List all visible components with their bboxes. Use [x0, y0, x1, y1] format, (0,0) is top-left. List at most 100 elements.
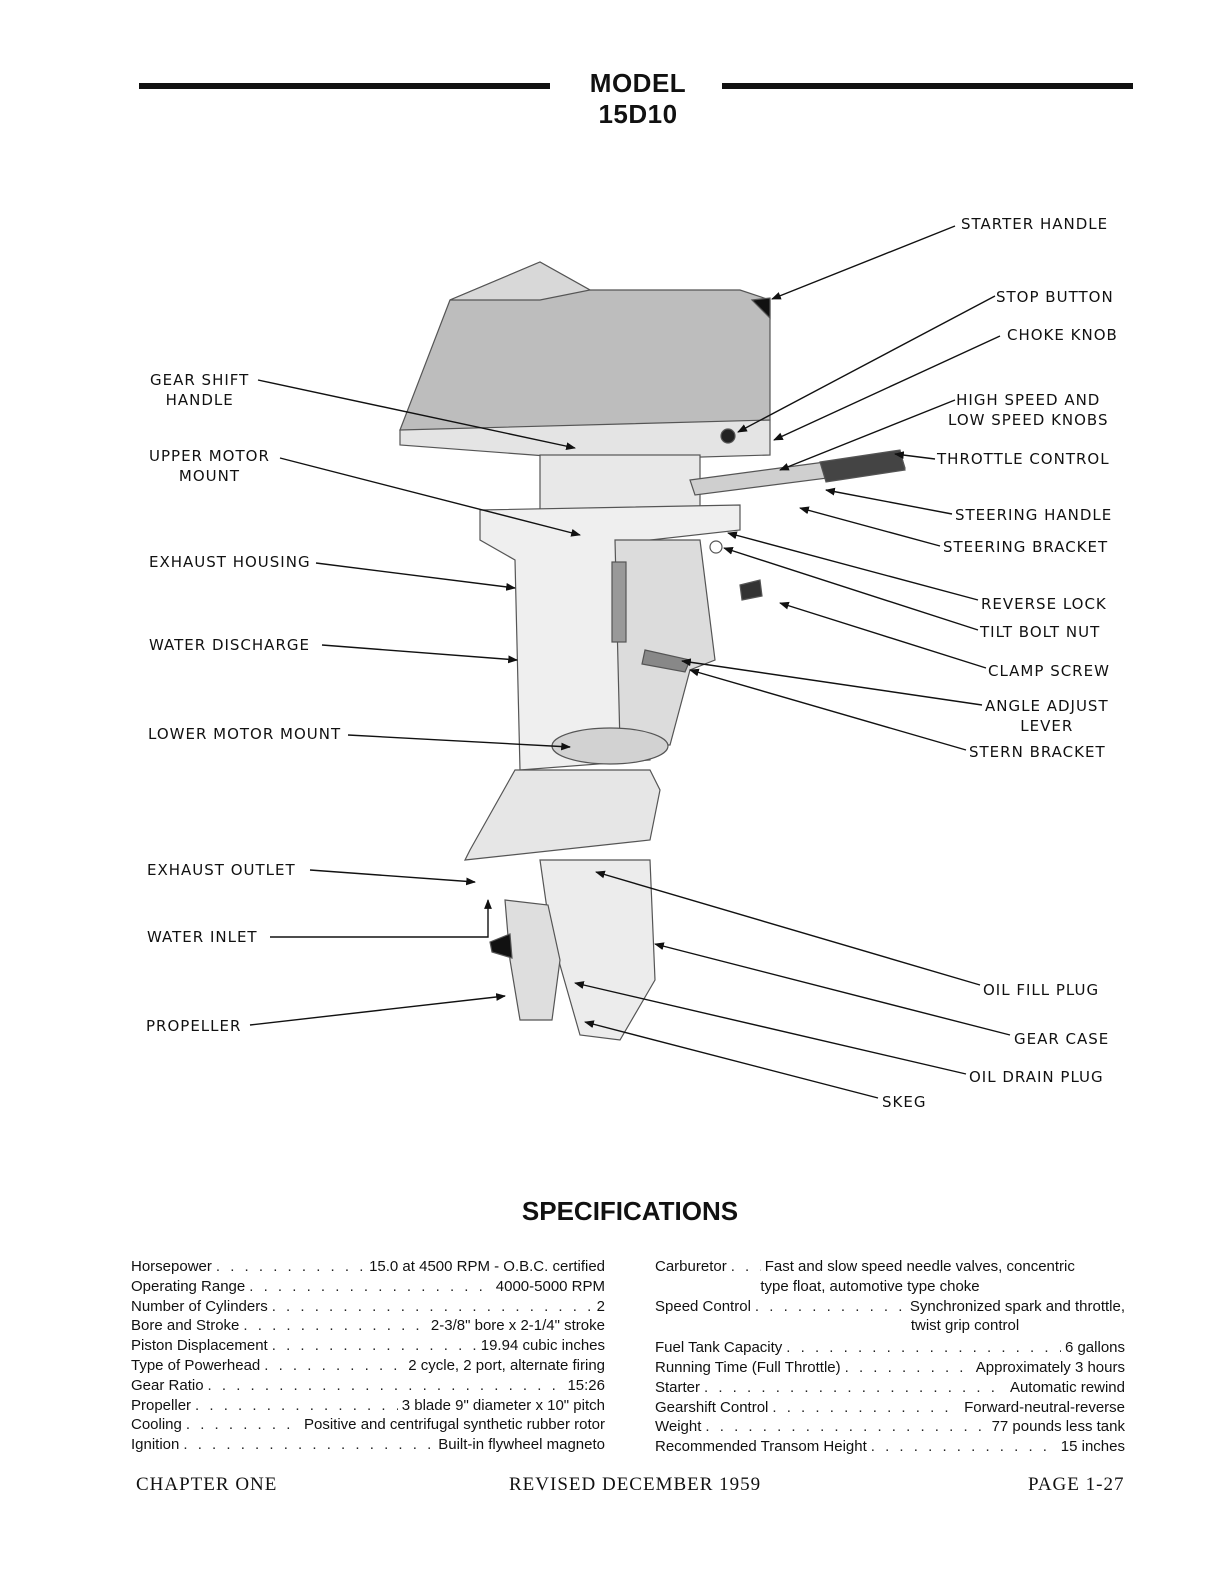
label-skeg: SKEG: [882, 1093, 927, 1111]
tilt-spring: [611, 561, 627, 643]
spec-value: Positive and centrifugal synthetic rubbe…: [304, 1416, 605, 1434]
spec-label: Weight: [655, 1418, 702, 1436]
leader-angle-adjust: [681, 658, 983, 706]
spec-row: Type of Powerhead 2 cycle, 2 port, altern…: [131, 1356, 605, 1376]
leader-lower-motor-mount: [347, 734, 571, 751]
spec-label: Bore and Stroke: [131, 1317, 240, 1335]
leader-stern-bracket: [689, 668, 967, 751]
leader-speed-knobs: [779, 399, 956, 471]
spec-value: 15.0 at 4500 RPM - O.B.C. certified: [369, 1258, 605, 1275]
spec-value: 3 blade 9" diameter x 10" pitch: [401, 1396, 605, 1414]
spec-value: Forward-neutral-reverse: [964, 1398, 1125, 1416]
label-tilt-bolt-nut: TILT BOLT NUT: [980, 623, 1101, 641]
leader-gear-shift: [257, 379, 576, 450]
spec-label: Recommended Transom Height: [655, 1438, 867, 1456]
leader-upper-mount: [279, 457, 581, 537]
spec-row: Gearshift Control Forward-neutral-reverse: [655, 1398, 1125, 1418]
leader-water-discharge: [321, 644, 518, 664]
label-steering-handle: STEERING HANDLE: [955, 506, 1113, 524]
spec-row: Piston Displacement 19.94 cubic inches: [131, 1336, 605, 1356]
leader-tilt-bolt-nut: [723, 546, 979, 631]
stern-bracket-shape: [614, 539, 716, 746]
spec-label: Ignition: [131, 1436, 180, 1454]
specifications-left-column: Horsepower 15.0 at 4500 RPM - O.B.C. cert…: [131, 1257, 605, 1455]
spec-label: Running Time (Full Throttle): [655, 1358, 841, 1376]
leader-exhaust-outlet: [309, 869, 476, 886]
hood-top: [449, 261, 592, 301]
spec-row-speed-control: Speed ControlSynchronized spark and thro…: [655, 1297, 1125, 1317]
exhaust-housing-shape: [479, 504, 741, 771]
leader-exhaust-housing: [315, 562, 516, 591]
label-choke-knob: CHOKE KNOB: [1007, 326, 1118, 344]
spec-row: StarterAutomatic rewind: [655, 1378, 1125, 1398]
footer-revised: REVISED DECEMBER 1959: [509, 1474, 762, 1495]
spec-row-carburetor: Carburetor Fast and slow speed needle val…: [655, 1257, 1125, 1277]
footer-chapter: CHAPTER ONE: [136, 1474, 278, 1495]
label-oil-drain-plug: OIL DRAIN PLUG: [969, 1068, 1104, 1086]
label-clamp-screw: CLAMP SCREW: [988, 662, 1110, 680]
spec-row: Weight77 pounds less tank: [655, 1417, 1125, 1437]
page-title: MODEL 15D10: [589, 68, 687, 129]
spec-row: Number of Cylinders 2: [131, 1297, 605, 1317]
propeller-shape: [504, 899, 561, 1021]
specifications-title: SPECIFICATIONS: [521, 1196, 739, 1226]
spec-value: 2-3/8" bore x 2-1/4" stroke: [430, 1317, 605, 1335]
spec-row: Horsepower 15.0 at 4500 RPM - O.B.C. cert…: [131, 1257, 605, 1277]
spec-row: Operating Range4000-5000 RPM: [131, 1277, 605, 1297]
spec-value: Synchronized spark and throttle,: [909, 1297, 1125, 1315]
starter-handle-shape: [750, 297, 771, 320]
footer-page-number: PAGE 1-27: [1028, 1474, 1125, 1495]
spec-value: Built-in flywheel magneto: [438, 1436, 605, 1454]
lower-unit-shape: [463, 769, 661, 861]
header-rule-right: [722, 83, 1133, 89]
spec-value: Automatic rewind: [1009, 1378, 1125, 1396]
angle-adjust-shape: [641, 649, 691, 673]
spec-value: 2: [596, 1297, 605, 1315]
spec-row: Fuel Tank Capacity 6 gallons: [655, 1338, 1125, 1358]
label-steering-bracket: STEERING BRACKET: [943, 538, 1109, 556]
spec-label: Gearshift Control: [655, 1398, 769, 1416]
throttle-grip: [819, 449, 906, 483]
leader-water-inlet: [270, 899, 492, 938]
leader-steering-handle: [825, 487, 953, 515]
spec-value: 6 gallons: [1064, 1339, 1125, 1357]
label-exhaust-housing: EXHAUST HOUSING: [149, 553, 311, 571]
tilt-bolt-shape: [709, 540, 723, 554]
motor-illustration: [399, 261, 906, 1041]
label-oil-fill-plug: OIL FILL PLUG: [983, 981, 1100, 999]
stop-button-shape: [720, 428, 736, 444]
spec-row: Propeller3 blade 9" diameter x 10" pitch: [131, 1396, 605, 1416]
spec-label: Horsepower: [131, 1258, 212, 1275]
leader-propeller: [249, 993, 506, 1026]
spec-label: Gear Ratio: [131, 1376, 204, 1394]
label-angle-adjust-lever: ANGLE ADJUST LEVER: [985, 697, 1109, 735]
propeller-nut: [489, 933, 513, 959]
leader-clamp-screw: [779, 601, 987, 669]
label-starter-handle: STARTER HANDLE: [961, 215, 1109, 233]
spec-value: Approximately 3 hours: [975, 1358, 1125, 1376]
spec-value: 19.94 cubic inches: [480, 1337, 605, 1355]
label-stern-bracket: STERN BRACKET: [969, 743, 1106, 761]
spec-value: 15:26: [567, 1376, 605, 1394]
spec-label: Piston Displacement: [131, 1337, 268, 1355]
spec-value: Fast and slow speed needle valves, conce…: [764, 1258, 1075, 1275]
spec-label: Carburetor: [655, 1258, 727, 1275]
leader-starter-handle: [771, 225, 956, 300]
lower-mount-shape: [551, 727, 669, 765]
leader-oil-drain-plug: [574, 981, 967, 1075]
label-reverse-lock: REVERSE LOCK: [981, 595, 1107, 613]
spec-value: 2 cycle, 2 port, alternate firing: [408, 1356, 605, 1374]
label-high-low-speed-knobs: HIGH SPEED AND LOW SPEED KNOBS: [948, 391, 1109, 429]
clamp-screw-shape: [739, 579, 763, 601]
spec-label: Type of Powerhead: [131, 1356, 261, 1374]
leader-throttle-control: [894, 451, 936, 460]
leader-steering-bracket: [799, 506, 941, 547]
label-propeller: PROPELLER: [146, 1017, 242, 1035]
spec-row: Recommended Transom Height 15 inches: [655, 1437, 1125, 1457]
spec-label: Fuel Tank Capacity: [655, 1339, 783, 1357]
spec-label: Number of Cylinders: [131, 1297, 268, 1315]
label-lower-motor-mount: LOWER MOTOR MOUNT: [148, 725, 342, 743]
spec-value: 15 inches: [1060, 1438, 1125, 1456]
spec-row: Ignition Built-in flywheel magneto: [131, 1435, 605, 1455]
